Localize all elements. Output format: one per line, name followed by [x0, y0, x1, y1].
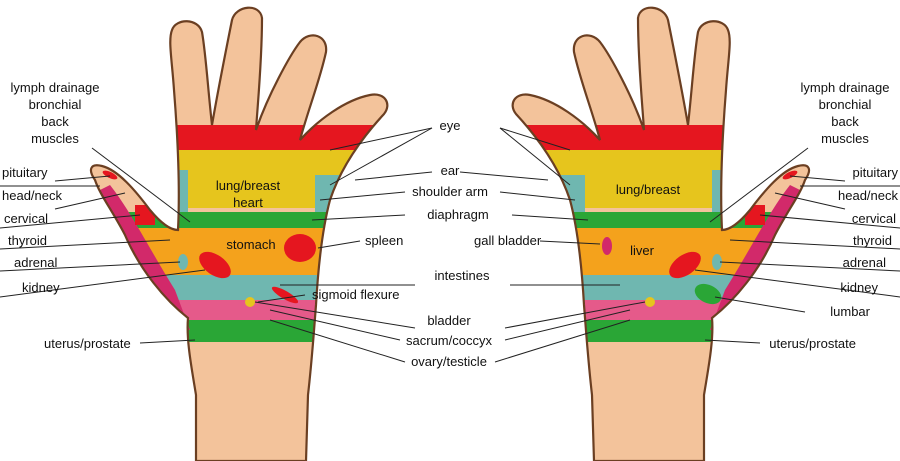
label-left-thyroid: thyroid — [8, 233, 47, 248]
left-pituitary-spot — [102, 170, 118, 180]
label-spleen: spleen — [365, 233, 403, 248]
label-right-head-neck: head/neck — [838, 188, 898, 203]
label-left-stomach: stomach — [226, 237, 275, 252]
left-diaphragm-band — [120, 212, 380, 228]
left-thumb-strip — [100, 185, 190, 330]
label-ovary-testicle: ovary/testicle — [411, 354, 487, 369]
leader-lines — [0, 127, 900, 363]
right-hand — [511, 6, 811, 461]
label-right-lumbar: lumbar — [830, 304, 870, 319]
label-left-kidney: kidney — [22, 280, 60, 295]
label-right-bronchial: bronchial — [819, 97, 872, 112]
label-left-cervical: cervical — [4, 211, 48, 226]
label-right-back: back — [831, 114, 859, 129]
left-labels: lymph drainage bronchial back muscles pi… — [2, 80, 131, 351]
label-sacrum-coccyx: sacrum/coccyx — [406, 333, 492, 348]
left-bladder-spot — [245, 297, 255, 307]
left-hand — [89, 6, 389, 461]
label-left-pituitary: pituitary — [2, 165, 48, 180]
label-eye: eye — [440, 118, 461, 133]
label-right-lung-breast: lung/breast — [616, 182, 681, 197]
right-kidney-spot — [669, 251, 701, 279]
right-diaphragm-band — [520, 212, 780, 228]
label-right-lymph-drainage: lymph drainage — [801, 80, 890, 95]
label-shoulder-arm: shoulder arm — [412, 184, 488, 199]
label-gall-bladder: gall bladder — [474, 233, 542, 248]
label-left-uterus-prostate: uterus/prostate — [44, 336, 131, 351]
label-right-liver: liver — [630, 243, 655, 258]
label-intestines: intestines — [435, 268, 490, 283]
left-sacrum-band — [120, 320, 380, 342]
right-labels: lymph drainage bronchial back muscles pi… — [769, 80, 898, 351]
right-bladder-spot — [645, 297, 655, 307]
label-diaphragm: diaphragm — [427, 207, 488, 222]
right-thumb-strip — [710, 185, 800, 330]
label-right-cervical: cervical — [852, 211, 896, 226]
left-kidney-spot — [199, 251, 231, 279]
label-sigmoid-flexure: sigmoid flexure — [312, 287, 399, 302]
label-left-head-neck: head/neck — [2, 188, 62, 203]
label-left-adrenal: adrenal — [14, 255, 57, 270]
label-left-muscles: muscles — [31, 131, 79, 146]
label-right-kidney: kidney — [840, 280, 878, 295]
right-pituitary-spot — [782, 170, 798, 180]
label-bladder: bladder — [427, 313, 471, 328]
right-lumbar-spot — [694, 283, 722, 305]
left-adrenal-spot — [178, 254, 188, 270]
label-left-back: back — [41, 114, 69, 129]
right-sacrum-band — [520, 320, 780, 342]
right-adrenal-spot — [712, 254, 722, 270]
on-hand-labels: lung/breast heart stomach lung/breast li… — [216, 178, 681, 258]
label-right-pituitary: pituitary — [852, 165, 898, 180]
left-spleen-spot — [284, 234, 316, 262]
label-ear: ear — [441, 163, 460, 178]
right-gall-bladder-spot — [602, 237, 612, 255]
label-right-adrenal: adrenal — [843, 255, 886, 270]
label-left-bronchial: bronchial — [29, 97, 82, 112]
label-right-uterus-prostate: uterus/prostate — [769, 336, 856, 351]
center-labels: eye ear shoulder arm diaphragm spleen ga… — [312, 118, 542, 369]
label-left-heart: heart — [233, 195, 263, 210]
label-right-thyroid: thyroid — [853, 233, 892, 248]
label-left-lymph-drainage: lymph drainage — [11, 80, 100, 95]
left-sigmoid-spot — [271, 286, 299, 304]
label-left-lung-breast: lung/breast — [216, 178, 281, 193]
label-right-muscles: muscles — [821, 131, 869, 146]
